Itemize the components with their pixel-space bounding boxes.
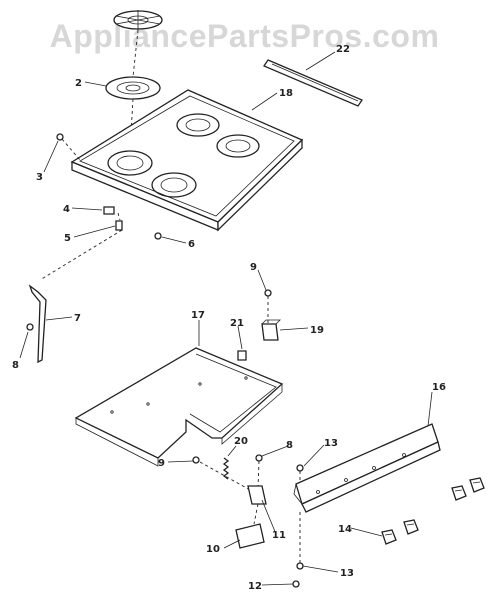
callout-5: 5	[64, 233, 71, 244]
callout-4: 4	[63, 204, 70, 215]
panel-part-10	[235, 523, 265, 549]
callout-22: 22	[336, 44, 350, 55]
callout-6: 6	[188, 239, 195, 250]
screw-part-13-top	[296, 464, 304, 472]
clip-part-5	[115, 220, 123, 231]
side-bracket-part-7	[28, 284, 47, 364]
cooktop-burner-openings	[107, 113, 260, 198]
bracket-part-4	[103, 206, 115, 215]
callout-10: 10	[206, 544, 220, 555]
callout-2: 2	[75, 78, 82, 89]
panel-part-16	[293, 423, 441, 513]
callout-8-left: 8	[12, 360, 19, 371]
screw-part-8-left	[26, 323, 34, 331]
knobs-part-14	[381, 477, 485, 545]
bracket-part-19	[261, 319, 281, 341]
screw-part-9-bottom	[192, 456, 200, 464]
callout-21: 21	[230, 318, 244, 329]
screw-part-3	[56, 133, 64, 141]
cooktop-part-18	[70, 89, 304, 232]
rail-part-22	[263, 59, 363, 107]
callout-14: 14	[338, 524, 352, 535]
callout-16: 16	[432, 382, 446, 393]
screw-part-13-bottom	[296, 562, 304, 570]
screw-part-6	[154, 232, 162, 240]
callout-13-top: 13	[324, 438, 338, 449]
watermark: AppliancePartsPros.com	[49, 18, 440, 54]
burner-grate	[113, 10, 163, 30]
callout-11: 11	[272, 530, 286, 541]
callout-18: 18	[279, 88, 293, 99]
bracket-part-11	[247, 485, 267, 505]
callout-9-bottom: 9	[158, 458, 165, 469]
callout-8-right: 8	[286, 440, 293, 451]
callout-17: 17	[191, 310, 205, 321]
callout-3: 3	[36, 172, 43, 183]
spring-part-20	[222, 457, 230, 480]
callout-12: 12	[248, 581, 262, 592]
callout-leaders	[19, 51, 433, 586]
screw-part-9-top	[264, 289, 272, 297]
bottom-panel-part-17	[74, 347, 284, 467]
screw-part-12	[292, 580, 300, 588]
drip-bowl-part-2	[105, 76, 161, 100]
callout-13-bottom: 13	[340, 568, 354, 579]
clip-part-21	[237, 350, 247, 361]
screw-part-8-right	[255, 454, 263, 462]
callout-19: 19	[310, 325, 324, 336]
callout-9-top: 9	[250, 262, 257, 273]
callout-20: 20	[234, 436, 248, 447]
callout-7: 7	[74, 313, 81, 324]
callout-labels: 22 2 18 3 4 5 6 9 7 8 17 21 19 16 20 8 1…	[12, 44, 446, 592]
